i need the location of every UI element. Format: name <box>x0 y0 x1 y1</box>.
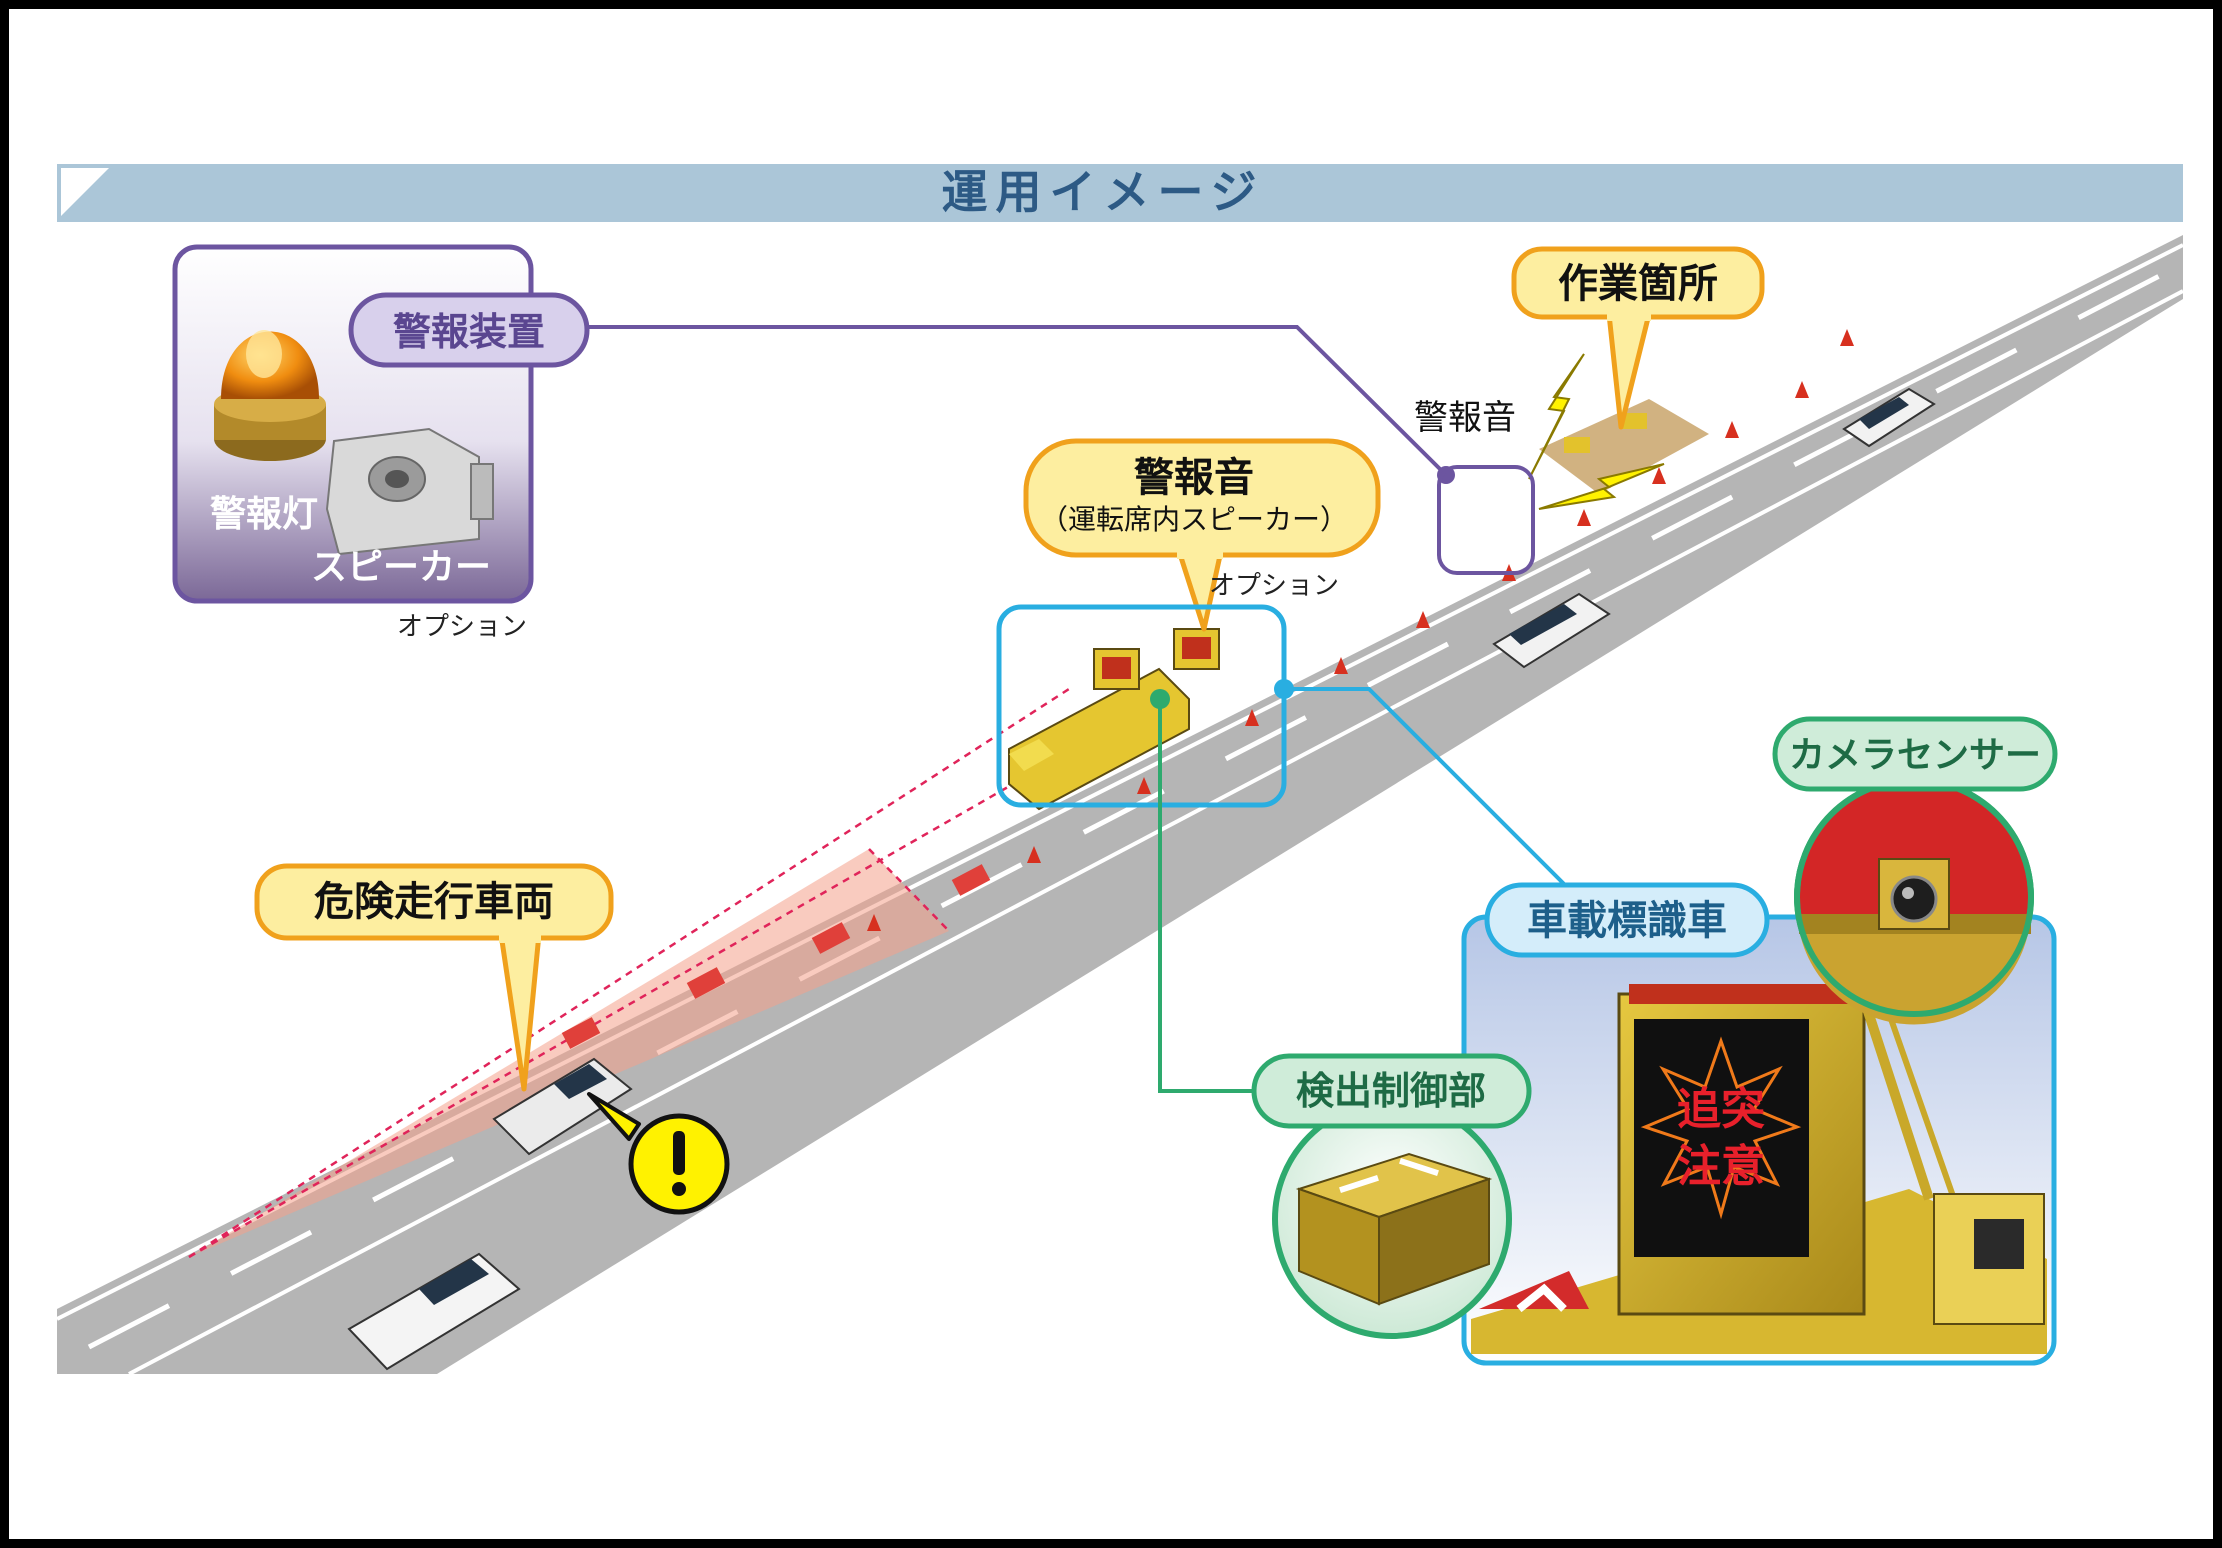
traffic-cone-icon <box>1137 777 1151 794</box>
in-cab-alarm-callout: 警報音 （運転席内スピーカー） <box>1023 438 1381 632</box>
truck-sign-display <box>1102 657 1131 679</box>
in-cab-alarm-title: 警報音 <box>1134 455 1254 501</box>
traffic-cone-icon <box>1795 381 1809 398</box>
truck-sign-display <box>1182 637 1211 659</box>
car-far <box>1842 387 1936 448</box>
sign-truck-highlight-box <box>996 604 1287 808</box>
speaker-icon <box>325 427 494 556</box>
camera-sensor-label-box <box>1772 716 2058 792</box>
detection-unit-callout: 検出制御部 <box>1251 1053 1532 1129</box>
detection-unit-label: 検出制御部 <box>1296 1069 1486 1113</box>
traffic-cone-icon <box>1245 709 1259 726</box>
sign-text-line2: 注意 <box>1677 1141 1765 1192</box>
detection-unit-detail <box>1272 1099 1512 1339</box>
camera-sensor-callout: カメラセンサー <box>1772 716 2058 792</box>
beam-line <box>188 687 1070 1259</box>
in-cab-alarm-subtitle: （運転席内スピーカー） <box>1040 503 1348 536</box>
sign-text-line1: 追突 <box>1677 1084 1765 1135</box>
car-mid <box>1492 592 1611 669</box>
work-barrier <box>1621 413 1647 429</box>
work-site-label: 作業箇所 <box>1558 261 1718 307</box>
camera-sensor-label: カメラセンサー <box>1789 735 2041 776</box>
cars <box>347 387 1936 1371</box>
sign-top-lights <box>1629 984 1874 1004</box>
control-box-icon <box>1295 1152 1493 1306</box>
danger-vehicle-label: 危険走行車両 <box>314 879 554 925</box>
rotating-light-icon <box>214 330 326 461</box>
detection-zone <box>189 849 949 1257</box>
work-zone <box>1539 399 1709 494</box>
header-corner-mark <box>61 168 109 216</box>
lightning-icons <box>1528 353 1665 510</box>
arrow-board <box>686 967 726 999</box>
sign-truck-label-box <box>1484 882 1770 958</box>
detection-beam <box>188 687 1110 1259</box>
traffic-cone-icon <box>1725 421 1739 438</box>
alarm-lamp-label: 警報灯 <box>210 494 318 535</box>
traffic-cone-icon <box>1027 846 1041 863</box>
warning-exclamation-icon <box>587 1092 730 1215</box>
camera-sensor-detail <box>1794 777 2034 1025</box>
alarm-device-leader-line <box>587 325 1448 477</box>
traffic-cone-icon <box>867 914 881 931</box>
lane-divider <box>87 268 2171 1350</box>
sign-truck-on-road[interactable] <box>1008 628 1220 811</box>
beam-line <box>868 848 950 932</box>
page-title: 運用イメージ <box>941 165 1264 219</box>
car-near <box>347 1252 521 1371</box>
speaker-label: スピーカー <box>311 547 491 588</box>
sign-truck-detail-panel: 追突 注意 <box>1461 914 2057 1366</box>
detection-unit-leader-line <box>1158 699 1257 1093</box>
arrow-board <box>561 1017 601 1049</box>
lightning-icon <box>1528 353 1585 480</box>
detection-unit-label-box <box>1251 1053 1532 1129</box>
alarm-device-location-box <box>1437 465 1535 575</box>
arrow-board <box>951 864 991 896</box>
sign-truck-leader-line <box>1284 687 1571 891</box>
road-edge-line <box>128 289 2184 1376</box>
arrow-boards <box>561 864 991 1049</box>
arrow-panel <box>1479 1271 1589 1309</box>
danger-vehicle-callout: 危険走行車両 <box>254 863 614 1092</box>
traffic-cone-icon <box>1577 509 1591 526</box>
operation-diagram: 運用イメージ <box>56 164 2184 1376</box>
arrow-board <box>811 922 851 954</box>
sign-truck-callout: 車載標識車 <box>1484 882 1770 958</box>
danger-vehicle-label-box <box>254 863 614 941</box>
sign-display <box>1634 1019 1809 1257</box>
header-bar: 運用イメージ <box>57 164 2183 222</box>
traffic-cone-icon <box>1840 329 1854 346</box>
work-site-area <box>1539 399 1709 494</box>
car-dangerous[interactable] <box>492 1057 633 1156</box>
header-background <box>57 164 2183 222</box>
in-cab-option-note: オプション <box>1209 571 1339 601</box>
work-site-callout: 作業箇所 <box>1511 246 1765 430</box>
alarm-device-label-box <box>348 292 590 368</box>
traffic-cone-icon <box>1334 657 1348 674</box>
traffic-cones <box>867 329 1854 931</box>
alarm-device-callout: 警報装置 <box>348 292 590 368</box>
alarm-sound-site-label: 警報音 <box>1414 398 1516 438</box>
sign-truck-label: 車載標識車 <box>1527 898 1727 944</box>
traffic-cone-icon <box>1652 467 1666 484</box>
work-barrier <box>1564 437 1590 453</box>
alarm-device-option-note: オプション <box>397 612 527 642</box>
alarm-device-label: 警報装置 <box>393 310 545 354</box>
traffic-cone-icon <box>1416 611 1430 628</box>
lightning-icon <box>1538 463 1665 510</box>
starburst-icon <box>1640 1036 1802 1220</box>
